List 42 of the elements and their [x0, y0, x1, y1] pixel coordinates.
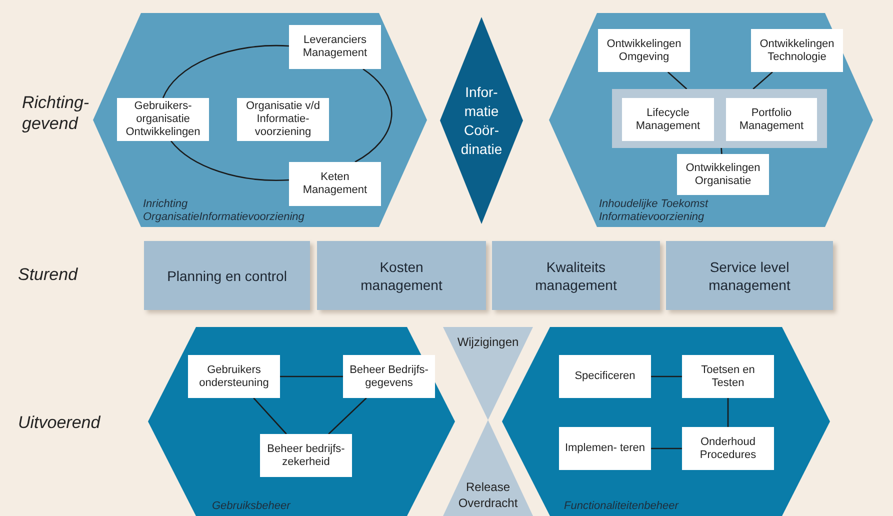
- process-box: Lifecycle Management: [622, 98, 714, 141]
- connector-line: [651, 376, 682, 378]
- process-box: Specificeren: [559, 355, 651, 398]
- triangle-label: Wijzigingen: [456, 334, 520, 350]
- connector-line: [354, 68, 392, 163]
- process-box: Implemen- teren: [559, 427, 651, 470]
- row-label: Uitvoerend: [18, 412, 102, 433]
- process-box: Keten Management: [289, 162, 381, 206]
- triangle-label: Release Overdracht: [457, 479, 519, 511]
- process-box: Beheer Bedrijfs- gegevens: [343, 355, 435, 398]
- connector-line: [752, 72, 773, 90]
- connector-line: [280, 376, 343, 378]
- process-box: Onderhoud Procedures: [682, 427, 774, 470]
- row-label: Richting- gevend: [22, 92, 90, 134]
- process-box: Ontwikkelingen Omgeving: [598, 29, 690, 72]
- connector-line: [651, 448, 682, 450]
- connector-line: [162, 44, 290, 98]
- process-box: Organisatie v/d Informatie- voorziening: [237, 98, 329, 141]
- connector-line: [727, 398, 729, 427]
- connector-line: [253, 398, 287, 434]
- process-box: Kwaliteits management: [492, 241, 660, 310]
- panel-title: Gebruiksbeheer: [212, 500, 292, 513]
- connector-line: [667, 72, 688, 90]
- connector-line: [328, 398, 367, 434]
- process-box: Ontwikkelingen Technologie: [751, 29, 843, 72]
- process-box: Beheer bedrijfs- zekerheid: [260, 434, 352, 477]
- panel-title: Functionaliteitenbeheer: [564, 500, 680, 513]
- process-box: Service level management: [666, 241, 833, 310]
- connector-line: [720, 148, 722, 154]
- connector-line: [170, 140, 290, 181]
- process-box: Ontwikkelingen Organisatie: [677, 154, 769, 195]
- panel-title: Inhoudelijke Toekomst Informatievoorziening: [599, 198, 710, 224]
- process-box: Toetsen en Testen: [682, 355, 774, 398]
- process-box: Gebruikers- organisatie Ontwikkelingen: [117, 98, 209, 141]
- process-box: Planning en control: [144, 241, 310, 310]
- process-box: Leveranciers Management: [289, 25, 381, 69]
- group-band: [612, 89, 827, 148]
- row-label: Sturend: [18, 264, 79, 285]
- diamond-label: Infor- matie Coör- dinatie: [460, 82, 504, 158]
- process-box: Gebruikers ondersteuning: [188, 355, 280, 398]
- process-box: Portfolio Management: [726, 98, 817, 141]
- process-box: Kosten management: [317, 241, 486, 310]
